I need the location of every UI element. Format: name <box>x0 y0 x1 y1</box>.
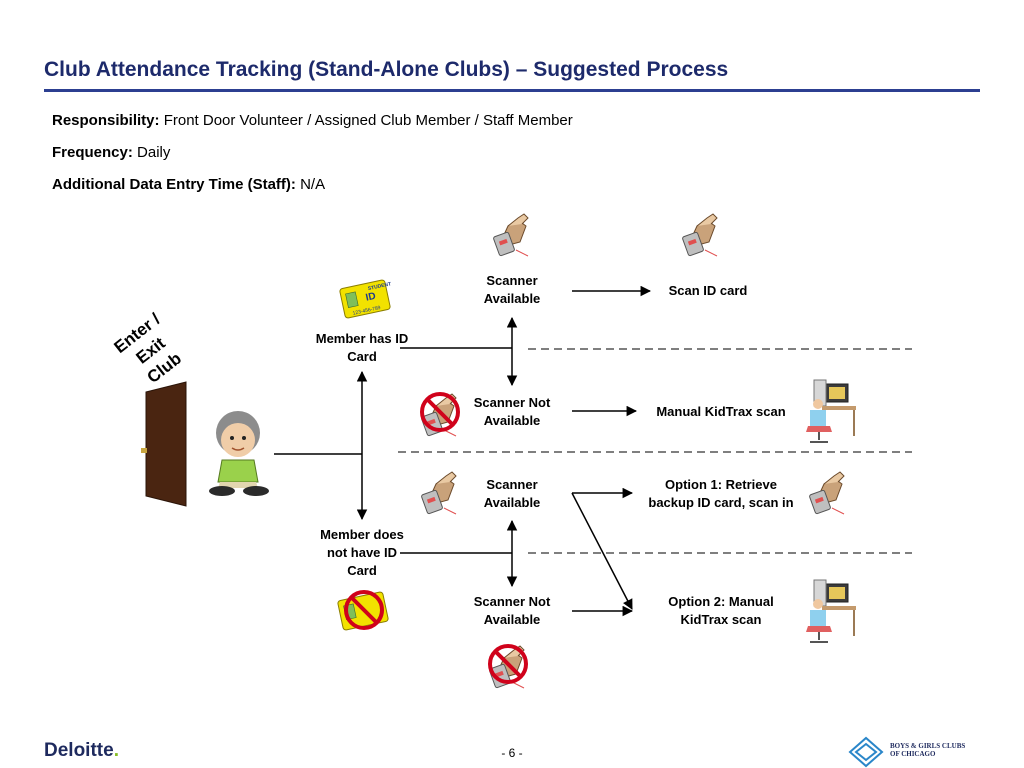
frequency-value: Daily <box>137 144 171 161</box>
id-card-main-text: ID <box>365 291 377 304</box>
data-entry-line: Additional Data Entry Time (Staff): N/A <box>52 176 325 193</box>
member-has-id-label: Member has ID Card <box>302 330 422 366</box>
scanner-not-available-2-line2: Available <box>483 612 541 627</box>
member-has-id-line1: Member has ID <box>315 331 409 346</box>
scanner-not-available-label-2: Scanner Not Available <box>462 593 562 629</box>
arrow-to-option2-diagonal <box>571 492 633 610</box>
bgc-logo-mark <box>848 736 884 768</box>
scanner-icon <box>808 469 847 517</box>
no-scanner-icon <box>488 643 528 691</box>
scanner-not-available-label: Scanner Not Available <box>462 394 562 430</box>
bgc-logo-line2: OF CHICAGO <box>890 750 936 758</box>
scan-id-card-label: Scan ID card <box>668 283 748 298</box>
bgc-logo-line1: BOYS & GIRLS CLUBS <box>890 742 966 750</box>
deloitte-logo: Deloitte. <box>44 740 119 762</box>
option1-line1: Option 1: Retrieve <box>665 477 777 492</box>
id-card-number-text: 123-456-789 <box>352 305 381 317</box>
id-card-icon: STUDENT ID 123-456-789 <box>338 279 392 319</box>
scanner-available-line2: Available <box>483 291 541 306</box>
page-title: Club Attendance Tracking (Stand-Alone Cl… <box>44 58 729 81</box>
scanner-icon <box>492 211 531 259</box>
door-icon <box>141 381 187 507</box>
scanner-available-label-2: Scanner Available <box>462 476 562 512</box>
no-id-card-icon <box>336 590 390 631</box>
page-number: - 6 - <box>501 746 523 760</box>
computer-user-icon <box>805 379 857 443</box>
member-has-id-line2: Card <box>347 349 377 364</box>
frequency-label: Frequency: <box>52 144 133 161</box>
boy-icon <box>209 411 269 496</box>
no-scanner-icon <box>420 391 460 439</box>
manual-kidtrax-scan-label: Manual KidTrax scan <box>656 404 786 419</box>
frequency-line: Frequency: Daily <box>52 144 170 161</box>
responsibility-label: Responsibility: <box>52 112 160 129</box>
title-rule <box>44 89 980 92</box>
responsibility-line: Responsibility: Front Door Volunteer / A… <box>52 112 573 129</box>
scanner-available-2-line2: Available <box>483 495 541 510</box>
scanner-available-label: Scanner Available <box>462 272 562 308</box>
responsibility-value: Front Door Volunteer / Assigned Club Mem… <box>163 112 573 129</box>
option1-label: Option 1: Retrieve backup ID card, scan … <box>636 476 806 512</box>
scanner-not-available-line2: Available <box>483 413 541 428</box>
scanner-icon <box>681 211 720 259</box>
deloitte-logo-text: Deloitte <box>44 740 114 761</box>
option1-line2: backup ID card, scan in <box>648 495 794 510</box>
scanner-not-available-line1: Scanner Not <box>473 395 551 410</box>
bgc-logo-text: BOYS & GIRLS CLUBS OF CHICAGO <box>890 742 965 758</box>
deloitte-logo-dot: . <box>113 740 119 761</box>
scanner-available-line1: Scanner <box>486 273 538 288</box>
member-no-id-line2: not have ID <box>326 545 398 560</box>
data-entry-value: N/A <box>300 176 326 193</box>
scanner-available-2-line1: Scanner <box>486 477 538 492</box>
id-card-top-text: STUDENT <box>367 281 391 292</box>
option2-label: Option 2: Manual KidTrax scan <box>646 593 796 629</box>
data-entry-label: Additional Data Entry Time (Staff): <box>52 176 296 193</box>
no-scanner-icon <box>420 469 459 517</box>
option2-line1: Option 2: Manual <box>668 594 774 609</box>
member-no-id-line3: Card <box>347 563 377 578</box>
option2-line2: KidTrax scan <box>680 612 762 627</box>
member-no-id-line1: Member does <box>320 527 404 542</box>
member-no-id-label: Member does not have ID Card <box>302 526 422 580</box>
scanner-not-available-2-line1: Scanner Not <box>473 594 551 609</box>
computer-user-icon <box>805 579 857 643</box>
